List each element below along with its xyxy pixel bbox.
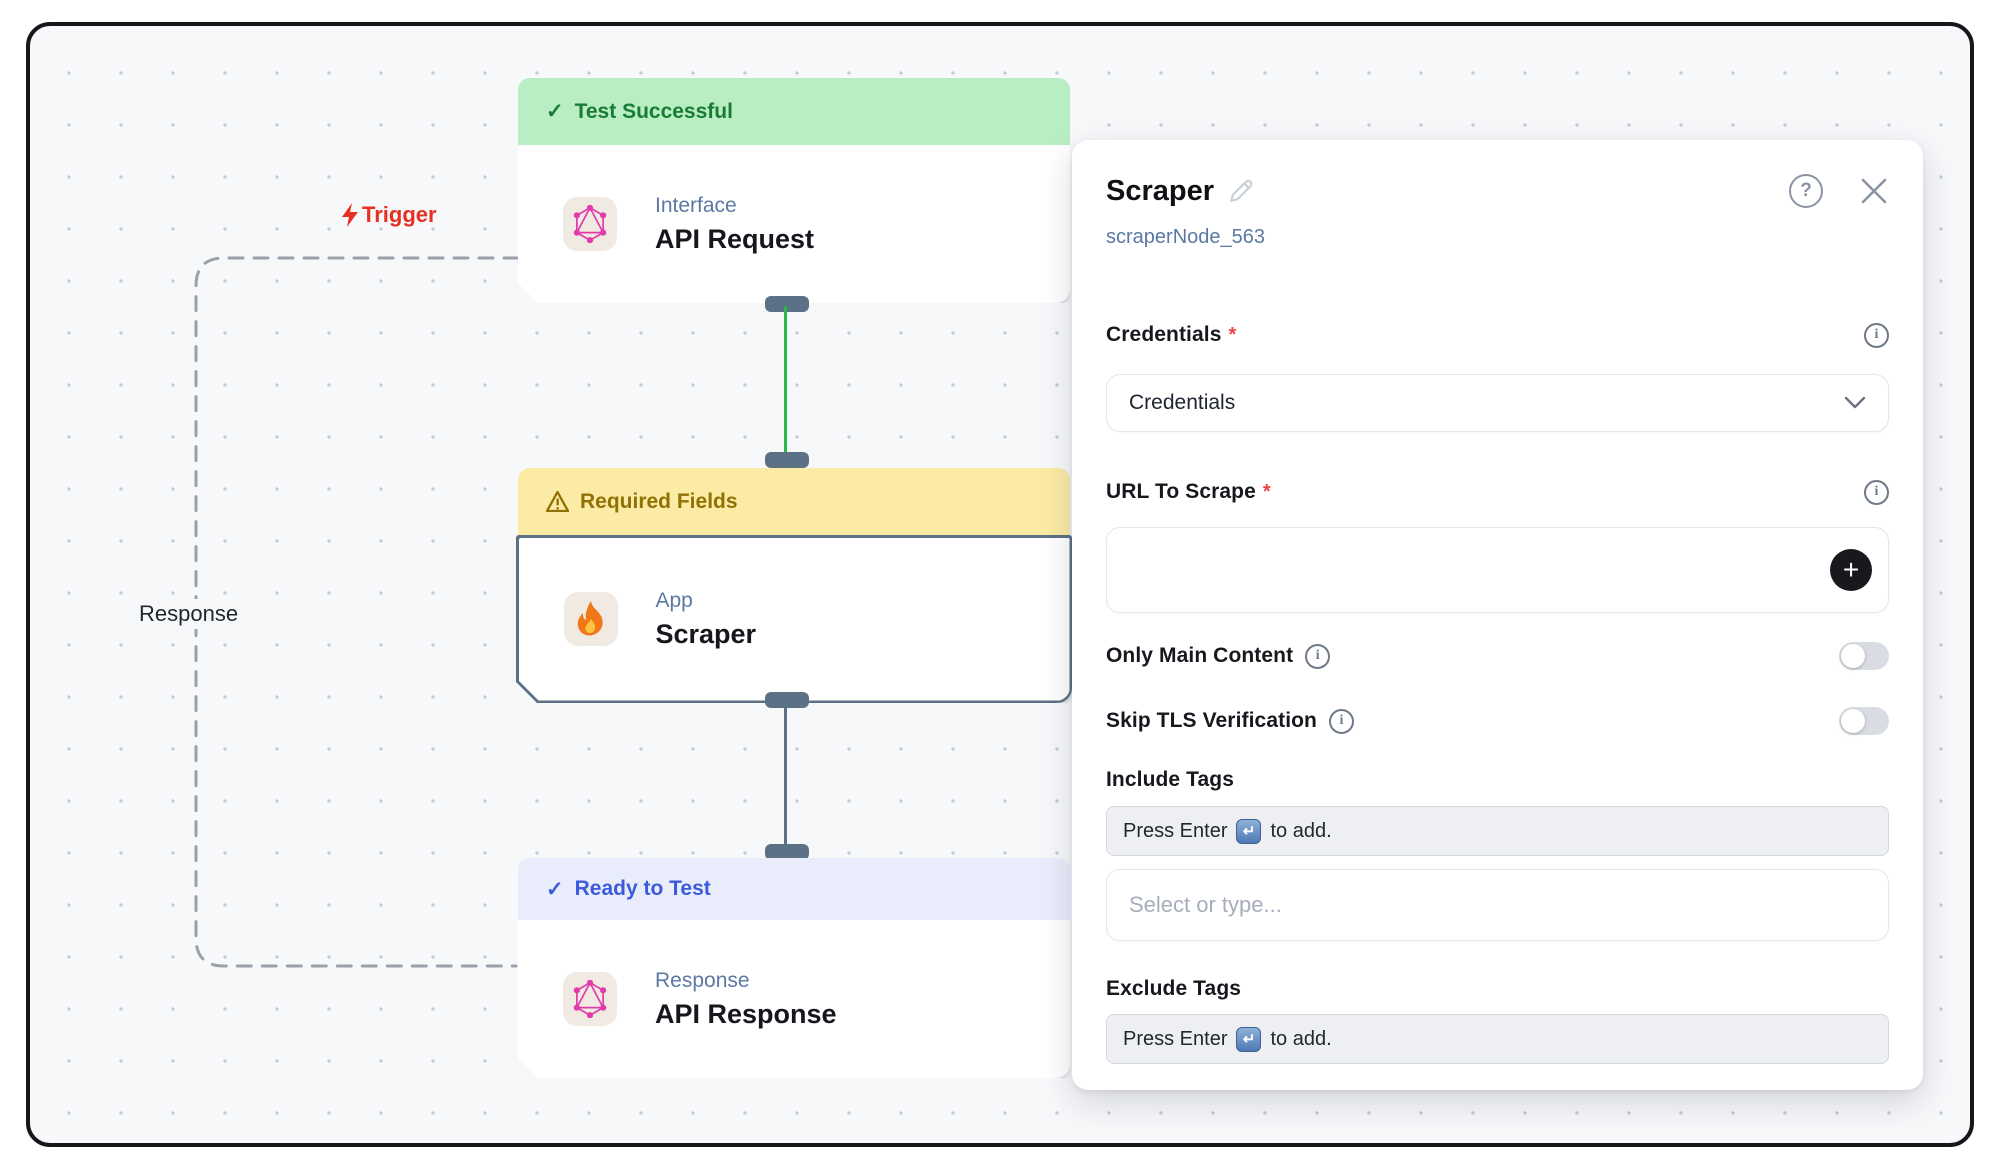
node-title: API Response xyxy=(655,998,837,1029)
node-scraper-selected-outline: App Scraper xyxy=(516,535,1072,703)
response-label: Response xyxy=(134,599,244,629)
credentials-label-row: Credentials * i xyxy=(1106,322,1889,348)
include-tags-label-row: Include Tags xyxy=(1106,767,1889,793)
warning-icon xyxy=(546,491,569,512)
credentials-select[interactable]: Credentials xyxy=(1106,374,1889,432)
exclude-tags-label: Exclude Tags xyxy=(1106,977,1242,1000)
lightning-bolt-icon xyxy=(342,203,358,227)
connector-slate xyxy=(784,702,787,850)
check-icon: ✓ xyxy=(546,100,564,123)
node-config-panel: Scraper ? scraperNode_563 Credentials * … xyxy=(1072,140,1923,1090)
include-tags-label: Include Tags xyxy=(1106,768,1234,791)
skip-tls-toggle[interactable] xyxy=(1839,707,1889,735)
url-to-scrape-input[interactable]: + xyxy=(1106,527,1889,613)
required-marker: * xyxy=(1262,480,1271,503)
info-icon[interactable]: i xyxy=(1328,708,1354,734)
panel-title: Scraper xyxy=(1106,174,1215,207)
exclude-tags-helper: Press Enter ↵ to add. xyxy=(1106,1014,1889,1064)
graphql-icon xyxy=(563,197,617,251)
check-icon: ✓ xyxy=(546,877,564,901)
required-marker: * xyxy=(1228,323,1237,346)
exclude-tags-label-row: Exclude Tags xyxy=(1106,976,1889,1002)
trigger-label: Trigger xyxy=(340,202,437,228)
graphql-icon xyxy=(563,972,617,1026)
node-type-label: Interface xyxy=(655,193,737,217)
node-type-label: App xyxy=(655,588,693,612)
url-label: URL To Scrape xyxy=(1106,480,1256,503)
only-main-content-label: Only Main Content xyxy=(1106,644,1294,667)
chevron-down-icon xyxy=(1844,396,1866,409)
url-label-row: URL To Scrape * i xyxy=(1106,479,1889,505)
add-url-button[interactable]: + xyxy=(1830,549,1872,591)
info-icon[interactable]: i xyxy=(1305,643,1331,669)
only-main-content-toggle[interactable] xyxy=(1839,642,1889,670)
node-title: Scraper xyxy=(655,618,757,649)
status-banner-ready-to-test: ✓ Ready to Test xyxy=(518,858,1070,920)
help-icon[interactable]: ? xyxy=(1789,174,1823,208)
skip-tls-label: Skip TLS Verification xyxy=(1106,709,1317,732)
node-api-response[interactable]: Response API Response xyxy=(518,920,1070,1078)
include-tags-helper: Press Enter ↵ to add. xyxy=(1106,806,1889,856)
skip-tls-row: Skip TLS Verification i xyxy=(1106,706,1889,736)
input-port[interactable] xyxy=(765,452,809,468)
only-main-content-row: Only Main Content i xyxy=(1106,641,1889,671)
status-banner-required-fields: Required Fields xyxy=(518,468,1070,535)
credentials-label: Credentials xyxy=(1106,323,1222,346)
panel-header: Scraper ? xyxy=(1106,168,1889,214)
info-icon[interactable]: i xyxy=(1864,479,1889,505)
status-banner-test-successful: ✓ Test Successful xyxy=(518,78,1070,145)
output-port[interactable] xyxy=(765,296,809,312)
output-port[interactable] xyxy=(765,692,809,708)
include-tags-input[interactable] xyxy=(1106,869,1889,941)
node-scraper[interactable]: App Scraper xyxy=(519,538,1070,701)
input-port[interactable] xyxy=(765,844,809,860)
credentials-selected-value: Credentials xyxy=(1129,391,1236,414)
edit-pencil-icon[interactable] xyxy=(1228,178,1254,204)
enter-key-icon: ↵ xyxy=(1236,818,1262,844)
node-api-request[interactable]: Interface API Request xyxy=(518,145,1070,303)
enter-key-icon: ↵ xyxy=(1236,1026,1262,1052)
node-title: API Request xyxy=(655,223,815,254)
connector-green xyxy=(784,306,787,458)
node-type-label: Response xyxy=(655,968,750,992)
info-icon[interactable]: i xyxy=(1864,322,1889,348)
close-icon[interactable] xyxy=(1859,176,1889,206)
fire-icon xyxy=(564,592,618,646)
node-id-label: scraperNode_563 xyxy=(1106,226,1265,248)
